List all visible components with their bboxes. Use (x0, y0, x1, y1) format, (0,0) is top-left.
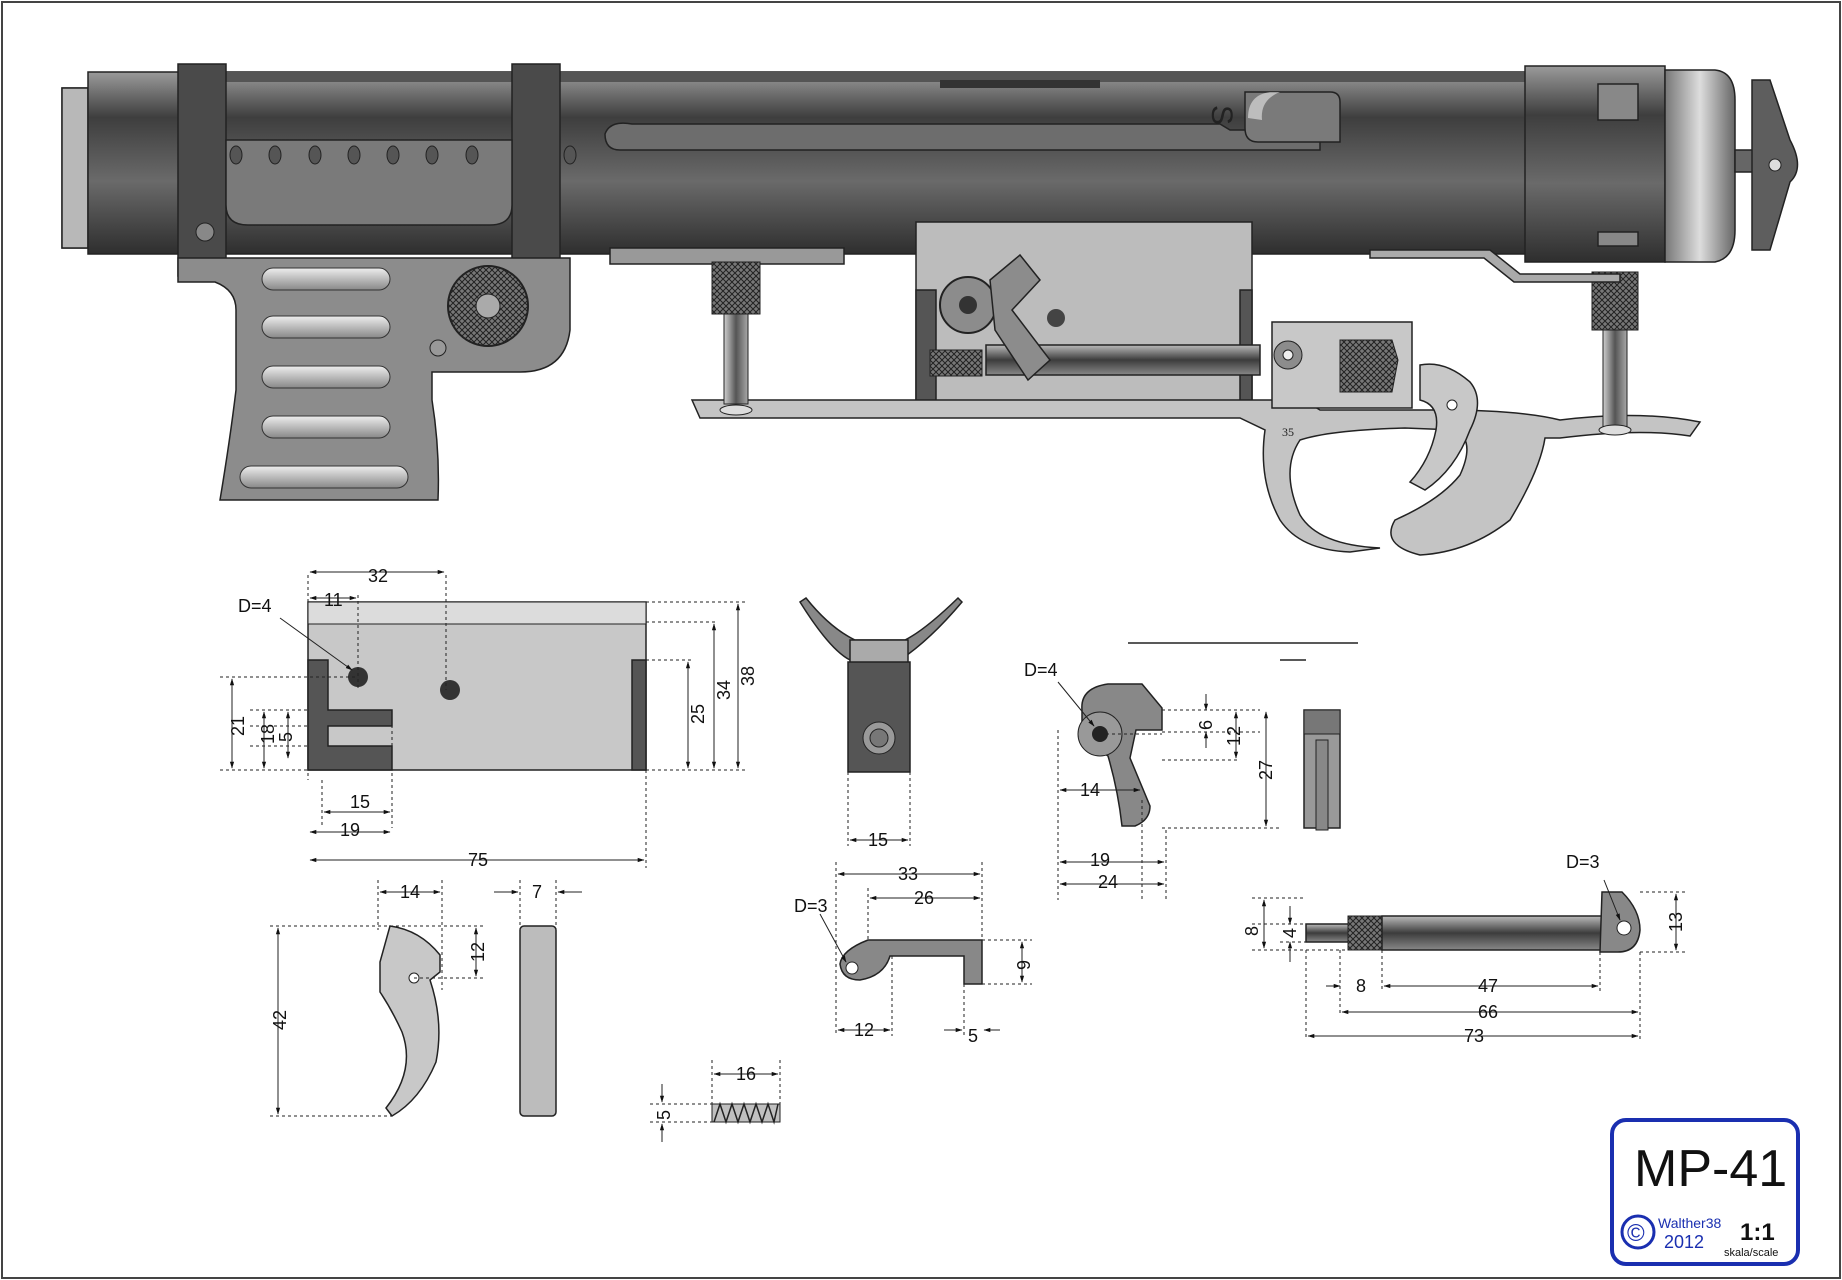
dim-24: 24 (1098, 872, 1118, 892)
dim-14-sear: 14 (1080, 780, 1100, 800)
receiver-ring (1524, 65, 1666, 263)
yoke-detail: 15 (798, 596, 964, 850)
charging-slot (604, 122, 1321, 151)
dim-66: 66 (1478, 1002, 1498, 1022)
link-hole-label: D=3 (794, 896, 828, 916)
end-cap (1664, 69, 1736, 263)
rod-knurl (1347, 915, 1383, 951)
copyright-symbol: © (1627, 1220, 1645, 1247)
dim-12-sear: 12 (1224, 726, 1244, 746)
scale-value: 1:1 (1740, 1219, 1775, 1246)
dim-5-link: 5 (968, 1026, 978, 1046)
year: 2012 (1664, 1232, 1704, 1252)
author-name: Walther38 (1658, 1215, 1722, 1231)
dim-21: 21 (228, 716, 248, 736)
dim-38: 38 (738, 666, 758, 686)
dim-11: 11 (324, 590, 343, 610)
dim-12-trigger: 12 (468, 942, 488, 962)
grip-grooves (239, 267, 409, 489)
dim-19-sear: 19 (1090, 850, 1110, 870)
dim-7: 7 (532, 882, 542, 902)
dim-4: 4 (1280, 928, 1300, 938)
dim-34: 34 (714, 680, 734, 700)
dim-26: 26 (914, 888, 934, 908)
vent-holes (229, 145, 577, 165)
dim-16: 16 (736, 1064, 756, 1084)
sear-detail: D=4 6 12 27 14 19 24 (1024, 642, 1358, 900)
dim-73: 73 (1464, 1026, 1484, 1046)
yoke-block (847, 661, 911, 773)
title-frame (1610, 1118, 1800, 1266)
grip-pin (429, 339, 447, 357)
dim-47: 47 (1478, 976, 1498, 996)
dim-75: 75 (468, 850, 488, 870)
barrel-screw (195, 222, 215, 242)
rod-shaft (1381, 915, 1603, 951)
dim-25: 25 (688, 704, 708, 724)
trigger-blade (1408, 363, 1479, 491)
dim-5-spring: 5 (654, 1110, 674, 1120)
trigger-profile (379, 925, 441, 1117)
dim-32: 32 (368, 566, 388, 586)
dim-15-yoke: 15 (868, 830, 888, 850)
sear-lever (989, 253, 1052, 382)
trigger-detail: 14 12 42 7 (270, 880, 582, 1117)
dim-42: 42 (270, 1010, 290, 1030)
receiver-hole-label: D=4 (238, 596, 272, 616)
dim-9: 9 (1014, 960, 1034, 970)
rod-detail: D=3 8 4 13 8 47 66 73 (1242, 852, 1686, 1046)
vent-window (225, 139, 513, 226)
rod-hole-label: D=3 (1566, 852, 1600, 872)
rear-screw (1591, 271, 1639, 436)
dim-12-link: 12 (854, 1020, 874, 1040)
model-name: MP-41 (1634, 1140, 1787, 1198)
scale-label: skala/scale (1724, 1247, 1778, 1259)
front-screw (711, 261, 761, 416)
sear-hole-label: D=4 (1024, 660, 1058, 680)
link-profile (839, 939, 983, 985)
trigger-side-view (519, 925, 557, 1117)
front-clamp-band (177, 63, 227, 277)
rod-tip (1305, 923, 1351, 943)
spring-coil (713, 1101, 779, 1125)
dim-15-receiver: 15 (350, 792, 370, 812)
dim-27: 27 (1256, 760, 1276, 780)
dim-8-rod-height: 8 (1242, 926, 1262, 936)
link-detail: D=3 33 26 9 12 5 (794, 862, 1034, 1046)
dim-6: 6 (1196, 720, 1216, 730)
dim-18: 18 (258, 724, 278, 744)
safety-mark: S (1205, 105, 1238, 125)
main-assembly-view: S 35 (61, 63, 1799, 556)
spring-detail: 16 5 (650, 1060, 781, 1142)
rear-frame-arm (1369, 249, 1621, 283)
rear-clamp-band (511, 63, 561, 277)
copyright-icon (1620, 1214, 1656, 1250)
dim-8-rod-length: 8 (1356, 976, 1366, 996)
dim-5-receiver: 5 (276, 732, 296, 742)
dim-19-receiver: 19 (340, 820, 360, 840)
receiver-detail: D=4 32 11 38 34 25 21 18 5 15 19 75 (220, 566, 758, 870)
dim-13: 13 (1666, 912, 1686, 932)
proof-mark: 35 (1282, 425, 1294, 439)
trigger-guard (690, 399, 1702, 556)
title-block: MP-41 © Walther38 2012 1:1 skala/scale (1610, 1118, 1800, 1266)
dim-33: 33 (898, 864, 918, 884)
dim-14-trigger: 14 (400, 882, 420, 902)
yoke-arms (798, 596, 964, 661)
